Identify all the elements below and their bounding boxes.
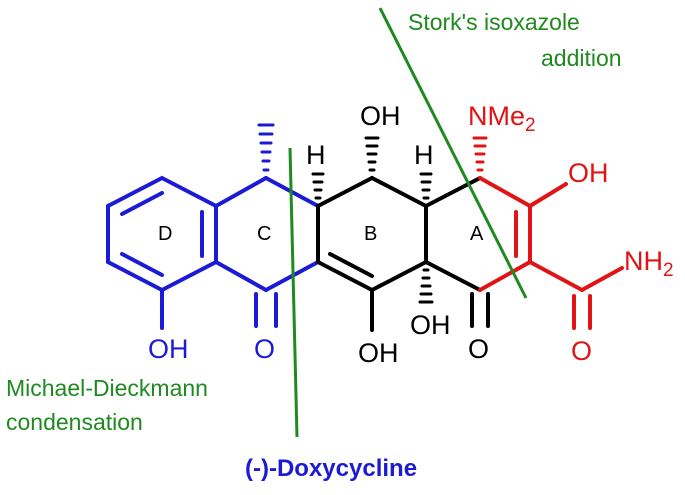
- ring-d-double-bond-1: [120, 191, 164, 216]
- hash-nme2: [472, 136, 488, 172]
- disconnection-line-stork: [378, 7, 528, 299]
- ring-label-d: D: [158, 223, 172, 245]
- label-h-left: H: [306, 140, 326, 170]
- label-oh-right: OH: [568, 158, 609, 188]
- bond-a3: [478, 260, 532, 292]
- label-nh2: NH2: [624, 246, 674, 281]
- compound-title: (-)-Doxycycline: [245, 455, 417, 482]
- label-o-c: O: [254, 334, 275, 364]
- label-h-right: H: [414, 140, 434, 170]
- bond-ab1: [424, 176, 482, 208]
- hash-h-right: [419, 172, 433, 200]
- bond-c1: [214, 176, 268, 208]
- label-o-amide: O: [571, 336, 592, 366]
- annotation-stork-line1: Stork's isoxazole: [408, 9, 580, 35]
- bond-a-amide: [528, 260, 584, 292]
- ring-label-c: C: [257, 223, 271, 245]
- label-oh-d: OH: [148, 334, 189, 364]
- bond-b4: [370, 260, 428, 292]
- bond-b3: [316, 260, 374, 292]
- ring-d-double-bond-2: [120, 252, 164, 277]
- bond-b3-double: [328, 252, 374, 278]
- bond-c3: [214, 260, 268, 292]
- label-oh-b: OH: [358, 338, 399, 368]
- annotation-md-line2: condensation: [6, 409, 143, 435]
- ring-a-carbonyl: [470, 292, 490, 328]
- annotation-md-line1: Michael-Dieckmann: [6, 375, 208, 401]
- bond-b2: [370, 176, 428, 208]
- bond-a1: [478, 176, 532, 208]
- hash-h-left: [311, 172, 325, 200]
- methyl-hash: [257, 123, 275, 172]
- label-nme2: NMe2: [468, 101, 536, 136]
- ring-b: [316, 176, 482, 332]
- ring-label-b: B: [364, 223, 377, 245]
- ring-c: [214, 176, 320, 328]
- label-oh-top: OH: [360, 101, 401, 131]
- label-o-a: O: [468, 334, 489, 364]
- disconnection-line-michael: [288, 147, 299, 438]
- bond-a-oh: [528, 182, 568, 208]
- hash-oh-junction: [418, 268, 434, 304]
- bond-ab2: [424, 260, 482, 292]
- bond-amide-n: [580, 266, 624, 292]
- label-oh-junction: OH: [410, 310, 451, 340]
- annotation-stork-line2: addition: [541, 45, 622, 71]
- ring-label-a: A: [470, 223, 484, 245]
- ring-a: [478, 176, 624, 330]
- hash-oh-top: [364, 136, 380, 172]
- bond-b1: [316, 176, 374, 208]
- ring-d: [106, 175, 218, 330]
